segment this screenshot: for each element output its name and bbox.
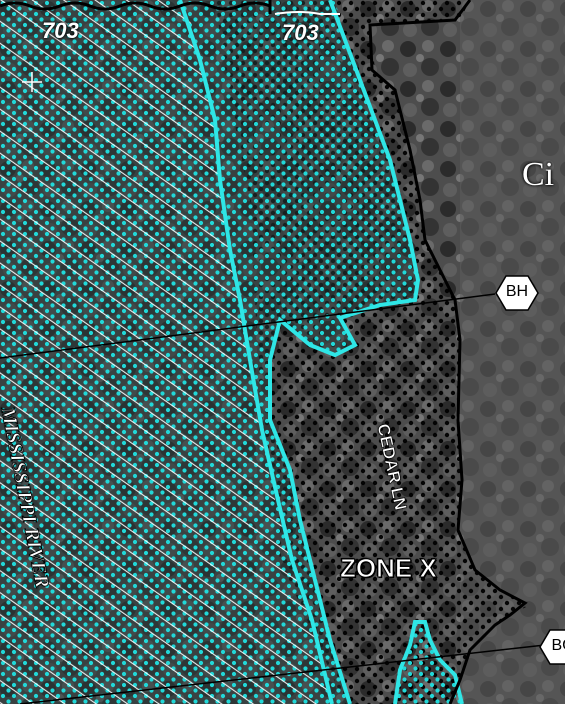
cross-section-hex-bh — [495, 275, 539, 311]
floodway-area — [0, 0, 330, 704]
zone-label: ZONE X — [340, 553, 438, 584]
cross-section-label-bg: BG — [551, 637, 565, 654]
cross-section-line-bg — [19, 644, 546, 704]
crosshair-icon — [22, 72, 42, 92]
cross-section-line-bh — [0, 293, 496, 359]
bfe-label-right: 703 — [282, 20, 319, 45]
bfe-label-left: 703 — [42, 18, 79, 43]
city-label: Ci — [522, 156, 555, 193]
cross-section-hex-bg — [539, 629, 565, 665]
cross-section-label-bh: BH — [505, 283, 529, 300]
